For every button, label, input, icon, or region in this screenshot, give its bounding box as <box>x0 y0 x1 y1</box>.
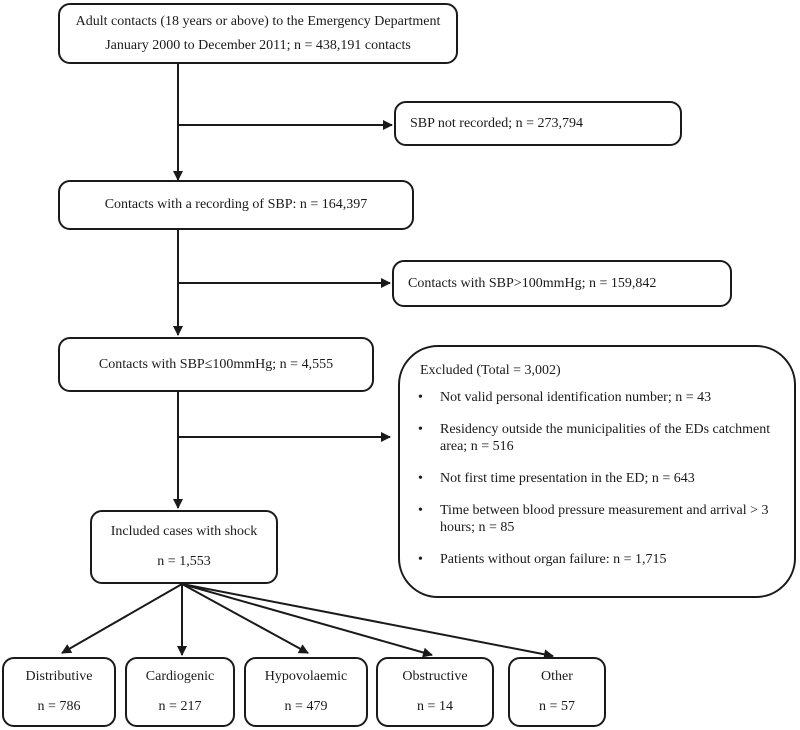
bullet-icon: • <box>418 552 423 567</box>
sbp-over-100-text: Contacts with SBP>100mmHg; n = 159,842 <box>408 275 657 291</box>
shock-type-count: n = 786 <box>37 699 81 714</box>
arrow-to-distributive <box>61 583 183 654</box>
excluded-item: • Patients without organ failure: n = 1,7… <box>418 551 778 568</box>
excluded-item-text: Time between blood pressure measurement … <box>440 503 769 535</box>
shock-type-count: n = 57 <box>539 699 575 714</box>
excluded-list: • Not valid personal identification numbe… <box>418 389 778 583</box>
bullet-icon: • <box>418 503 423 518</box>
shock-type-name: Obstructive <box>402 669 468 684</box>
sbp-not-recorded-text: SBP not recorded; n = 273,794 <box>410 115 584 131</box>
shock-type-name: Cardiogenic <box>145 669 215 684</box>
bullet-icon: • <box>418 422 423 437</box>
contacts-with-sbp-text: Contacts with a recording of SBP: n = 16… <box>104 197 368 212</box>
included-cases-title: Included cases with shock <box>110 524 258 539</box>
sbp-under-100-text: Contacts with SBP≤100mmHg; n = 4,555 <box>98 356 334 372</box>
arrow-to-hypovolaemic <box>181 583 309 654</box>
excluded-box: Excluded (Total = 3,002) • Not valid pers… <box>398 345 796 598</box>
shock-type-name: Other <box>541 669 573 684</box>
shock-type-count: n = 479 <box>284 699 328 714</box>
excluded-item-text: Residency outside the municipalities of … <box>440 422 771 454</box>
excluded-title: Excluded (Total = 3,002) <box>420 363 561 378</box>
excluded-item: • Not valid personal identification numbe… <box>418 389 778 406</box>
shock-type-box-other: Other n = 57 <box>508 657 606 727</box>
arrow-to-obstructive <box>181 583 433 658</box>
bullet-icon: • <box>418 471 423 486</box>
shock-type-box-distributive: Distributive n = 786 <box>2 657 116 727</box>
sbp-under-100-box: Contacts with SBP≤100mmHg; n = 4,555 <box>58 337 374 392</box>
shock-type-box-hypovolaemic: Hypovolaemic n = 479 <box>244 657 368 727</box>
adult-contacts-line2: January 2000 to December 2011; n = 438,1… <box>105 37 411 53</box>
excluded-item: • Residency outside the municipalities of… <box>418 421 778 455</box>
bullet-icon: • <box>418 390 423 405</box>
arrow-to-other <box>181 583 554 660</box>
excluded-item: • Time between blood pressure measurement… <box>418 502 778 536</box>
adult-contacts-line1: Adult contacts (18 years or above) to th… <box>75 13 441 29</box>
excluded-item-text: Not first time presentation in the ED; n… <box>440 471 695 486</box>
shock-type-count: n = 217 <box>158 699 202 714</box>
shock-type-box-cardiogenic: Cardiogenic n = 217 <box>125 657 235 727</box>
shock-type-name: Hypovolaemic <box>264 669 348 684</box>
contacts-with-sbp-box: Contacts with a recording of SBP: n = 16… <box>58 180 414 230</box>
included-cases-count: n = 1,553 <box>157 554 211 569</box>
included-cases-box: Included cases with shock n = 1,553 <box>90 510 278 584</box>
excluded-item-text: Not valid personal identification number… <box>440 390 712 405</box>
sbp-over-100-box: Contacts with SBP>100mmHg; n = 159,842 <box>392 260 732 307</box>
excluded-item: • Not first time presentation in the ED; … <box>418 470 778 487</box>
shock-type-count: n = 14 <box>417 699 453 714</box>
sbp-not-recorded-box: SBP not recorded; n = 273,794 <box>394 101 682 146</box>
shock-type-name: Distributive <box>25 669 93 684</box>
shock-type-box-obstructive: Obstructive n = 14 <box>376 657 494 727</box>
excluded-item-text: Patients without organ failure: n = 1,71… <box>440 552 667 567</box>
adult-contacts-box: Adult contacts (18 years or above) to th… <box>58 3 458 64</box>
